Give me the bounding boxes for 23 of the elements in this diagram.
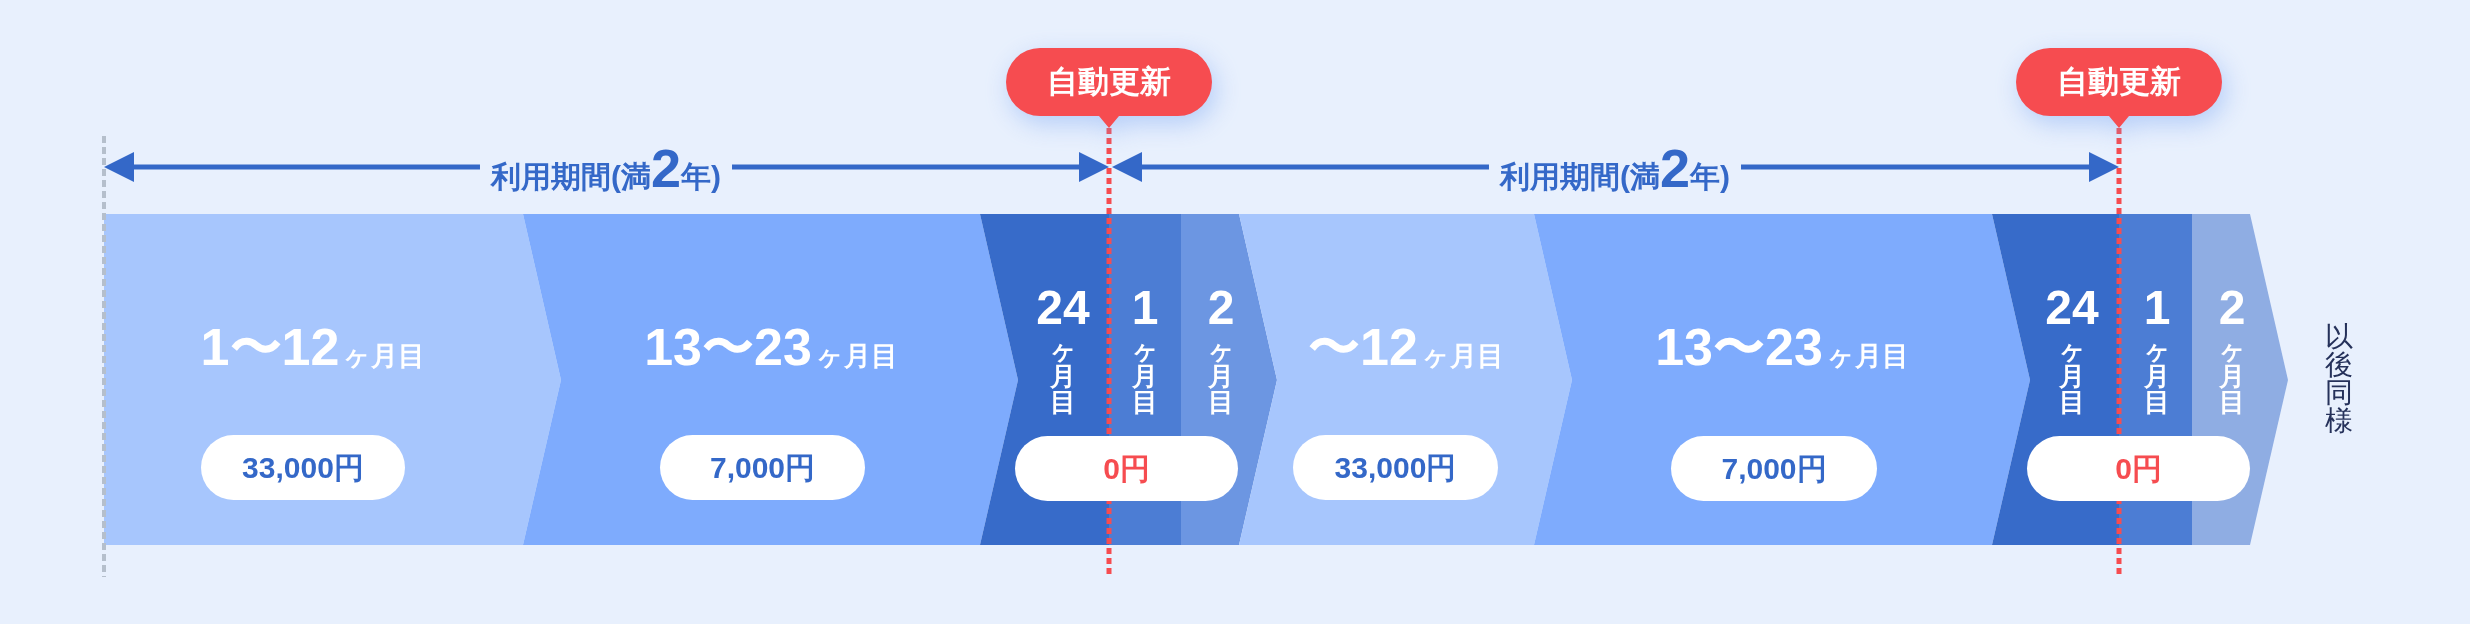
month-label: 2ヶ月目 — [1207, 284, 1235, 415]
timeline-segment — [1534, 214, 2030, 545]
timeline-segment — [523, 214, 1018, 545]
price-pill: 7,000円 — [660, 435, 865, 500]
dimension-label: 利用期間(満2年) — [491, 141, 721, 195]
dimension-label: 利用期間(満2年) — [1500, 141, 1730, 195]
month-label: 24ヶ月目 — [2045, 284, 2099, 415]
speech-bubble: 自動更新 — [1006, 48, 1212, 128]
month-label: 24ヶ月目 — [1036, 284, 1090, 415]
dotted-line — [1106, 128, 1112, 577]
price-pill: 33,000円 — [201, 435, 405, 500]
month-label: 2ヶ月目 — [2218, 284, 2246, 415]
price-pill: 0円 — [2027, 436, 2250, 501]
price-pill: 33,000円 — [1293, 435, 1498, 500]
note-text: 以後同様 — [2325, 323, 2353, 435]
month-label: 1ヶ月目 — [2143, 284, 2171, 415]
price-pill: 7,000円 — [1671, 436, 1877, 501]
month-label: 1ヶ月目 — [1131, 284, 1159, 415]
timeline-segment — [104, 214, 561, 545]
timeline-segment — [1239, 214, 1572, 545]
dotted-line — [2116, 128, 2122, 577]
price-pill: 0円 — [1015, 436, 1238, 501]
speech-bubble: 自動更新 — [2016, 48, 2222, 128]
